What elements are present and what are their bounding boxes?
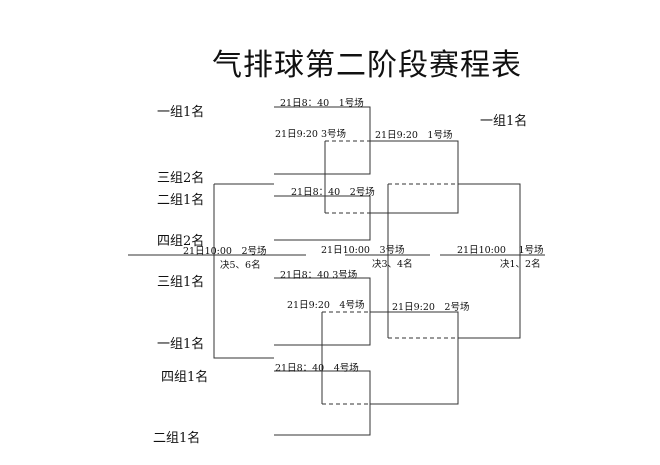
team-label-right-seed: 一组1名 [480, 114, 528, 129]
bracket-line-third-dash [388, 183, 458, 339]
match-time-r2-top: 21日9:20 3号场 [275, 129, 346, 140]
bracket-line-r1m2 [274, 195, 371, 241]
team-label: 二组1名 [153, 431, 201, 446]
match-time-r1m3: 21日8：40 3号场 [280, 270, 358, 281]
match-time-place-5-6: 21日10:00 2号场 [183, 246, 267, 257]
bracket-line-r3-top [370, 140, 459, 214]
match-time-r1m4: 21日8：40 4号场 [275, 363, 359, 374]
placement-label-5-6: 决5、6名 [220, 260, 261, 271]
team-label: 三组1名 [157, 275, 205, 290]
match-time-r2-bot: 21日9:20 4号场 [287, 300, 365, 311]
match-time-r1m2: 21日8：40 2号场 [291, 187, 375, 198]
placement-label-3-4: 决3、4名 [372, 259, 413, 270]
bracket-line-r3-bot [370, 311, 459, 405]
bracket-line-r2-top-dash [325, 140, 370, 214]
match-time-r1m1: 21日8：40 1号场 [280, 98, 364, 109]
match-time-final: 21日10:00 1号场 [457, 245, 544, 256]
bracket-line-r2-bot-dash [322, 311, 370, 405]
team-label: 一组1名 [157, 105, 205, 120]
team-label: 四组1名 [161, 370, 209, 385]
team-label: 一组1名 [157, 337, 205, 352]
page-title: 气排球第二阶段赛程表 [212, 48, 522, 83]
bracket-line-fifth [213, 183, 274, 359]
match-time-r3-bot: 21日9:20 2号场 [392, 302, 470, 313]
match-time-place-3-4: 21日10:00 3号场 [321, 245, 405, 256]
team-label: 四组2名 [157, 234, 205, 249]
match-time-r3-top: 21日9:20 1号场 [375, 130, 453, 141]
bracket-line-final [458, 183, 521, 339]
team-label: 二组1名 [157, 193, 205, 208]
team-label: 三组2名 [157, 171, 205, 186]
placement-label-1-2: 决1、2名 [500, 259, 541, 270]
